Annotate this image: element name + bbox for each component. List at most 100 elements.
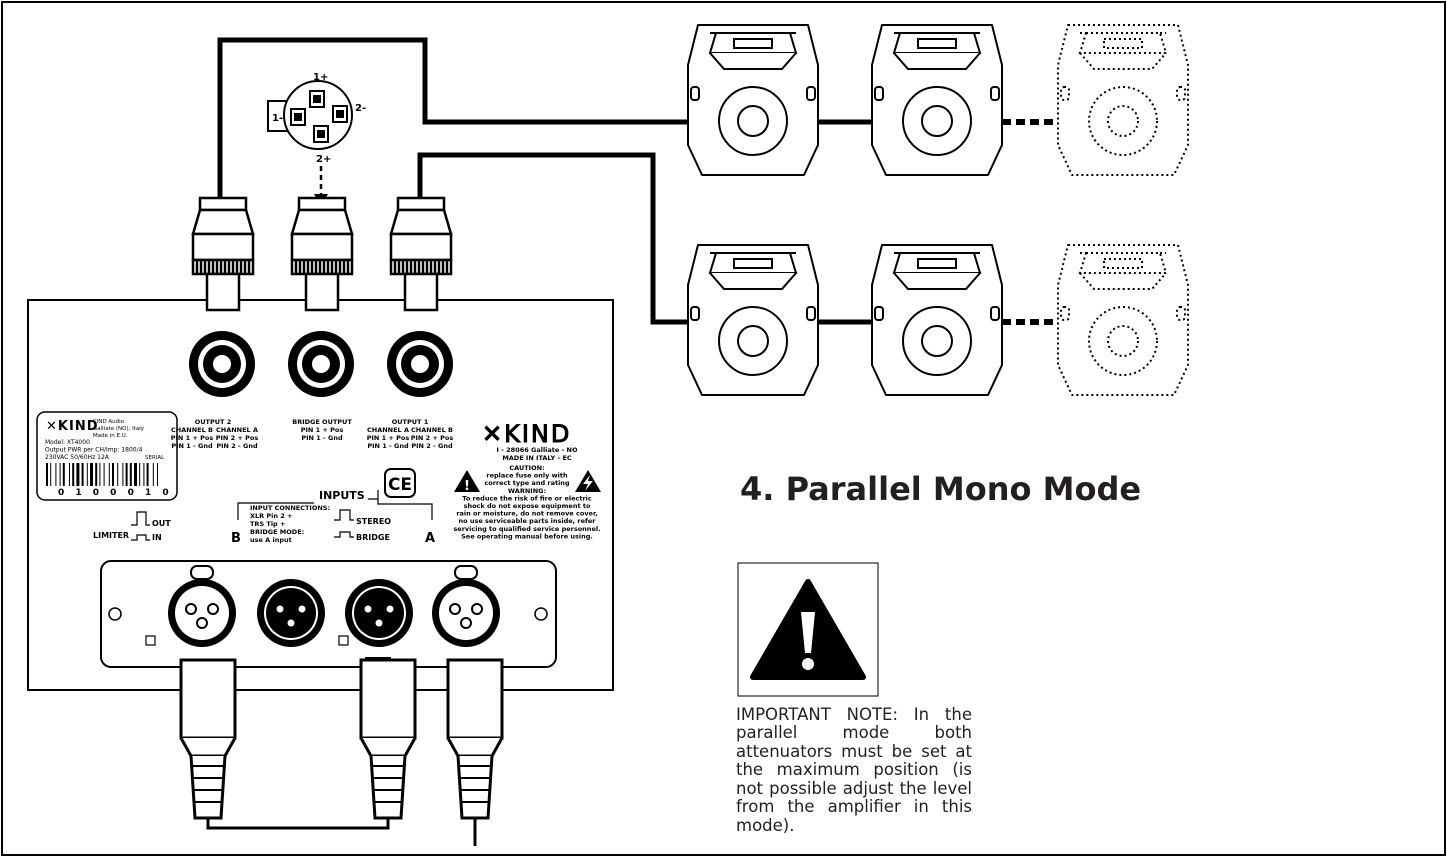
inputs-heading: INPUTS bbox=[319, 489, 365, 502]
input-conn-2: XLR Pin 2 + bbox=[250, 512, 293, 520]
pin-1-plus: 1+ bbox=[313, 72, 328, 83]
pin-2-minus: 2- bbox=[355, 103, 366, 114]
warning-icon: ! bbox=[454, 470, 480, 494]
barcode-bar bbox=[108, 463, 110, 486]
input-a-label: A bbox=[425, 531, 435, 546]
output2-title: OUTPUT 2 bbox=[195, 418, 232, 426]
bridge-label: BRIDGE bbox=[356, 533, 390, 542]
xlr-plug-b bbox=[179, 658, 237, 820]
svg-text:INPUT CONNECTIONS:XLR Pin 2 +T: INPUT CONNECTIONS:XLR Pin 2 +TRS Tip +BR… bbox=[250, 504, 330, 544]
exclamation-triangle-icon bbox=[750, 579, 866, 680]
speaker-bottom-2 bbox=[871, 244, 1003, 396]
speaker-bottom-3-optional bbox=[1057, 244, 1189, 396]
caution-line: WARNING: bbox=[508, 487, 546, 495]
barcode-bar bbox=[69, 463, 70, 486]
barcode-bar bbox=[46, 463, 48, 486]
barcode-bar bbox=[139, 463, 141, 486]
limiter-label: LIMITER bbox=[93, 531, 129, 540]
barcode-bar bbox=[59, 463, 61, 486]
output1-title: OUTPUT 1 bbox=[392, 418, 429, 426]
barcode-bar bbox=[146, 463, 149, 486]
high-voltage-icon bbox=[575, 470, 601, 492]
barcode bbox=[46, 463, 158, 486]
output1-col1-b: PIN 1 + Pos bbox=[367, 434, 410, 442]
panel-screw-left bbox=[108, 607, 122, 621]
xlr-link-cable bbox=[206, 816, 390, 830]
stereo-bridge-switch-icon bbox=[334, 509, 354, 538]
caution-line: replace fuse only with bbox=[486, 472, 568, 480]
bridge-line-2: PIN 1 - Gnd bbox=[301, 434, 343, 442]
limiter-switch-icon bbox=[131, 511, 150, 541]
input-b-led bbox=[145, 635, 156, 646]
bridge-line-1: PIN 1 + Pos bbox=[301, 426, 344, 434]
speakon-plug-output1 bbox=[389, 196, 453, 312]
barcode-bar bbox=[134, 463, 137, 486]
company-line-1: KIND Audio bbox=[93, 419, 125, 425]
barcode-bar bbox=[122, 463, 124, 486]
kind-logo-small: ✕KIND bbox=[46, 419, 99, 434]
speakon-pinout-icon: 1+ 1- 2+ 2- bbox=[267, 72, 366, 165]
output1-col2-a: CHANNEL B bbox=[411, 426, 453, 434]
xlr-plug-a bbox=[446, 658, 504, 820]
speaker-top-3-optional bbox=[1057, 24, 1189, 176]
barcode-bar bbox=[76, 463, 80, 486]
speaker-top-2 bbox=[871, 24, 1003, 176]
svg-text:!: ! bbox=[464, 479, 470, 494]
caution-line: correct type and rating bbox=[484, 479, 570, 487]
speakon-socket-output1 bbox=[387, 331, 453, 397]
company-line-2: Galliate (NO), Italy bbox=[93, 426, 145, 432]
important-note: IMPORTANT NOTE: In the parallel mode bot… bbox=[736, 705, 972, 835]
caution-line: rain or moisture, do not remove cover, bbox=[456, 510, 597, 518]
panel-screw-right bbox=[534, 607, 548, 621]
output2-col2-b: PIN 2 + Pos bbox=[216, 434, 259, 442]
input-conn-4: BRIDGE MODE: bbox=[250, 528, 304, 536]
barcode-bar bbox=[62, 463, 65, 486]
xlr-male-link-b bbox=[257, 579, 325, 647]
xlr-female-input-a bbox=[431, 578, 501, 648]
speaker-bottom-1 bbox=[687, 244, 819, 396]
caution-line: servicing to qualified service personnel… bbox=[453, 525, 600, 533]
output1-col2-b: PIN 2 + Pos bbox=[411, 434, 454, 442]
barcode-bar bbox=[99, 463, 101, 486]
output2-col2-a: CHANNEL A bbox=[216, 426, 258, 434]
limiter-in-label: IN bbox=[152, 533, 162, 542]
caution-line: CAUTION: bbox=[509, 464, 544, 472]
stereo-label: STEREO bbox=[356, 517, 391, 526]
output2-col1-c: PIN 1 - Gnd bbox=[171, 442, 213, 450]
spec-mains: 230VAC 50/60Hz 12A bbox=[45, 454, 110, 461]
inputs-bracket bbox=[237, 490, 433, 520]
input-b-label: B bbox=[231, 531, 241, 546]
input-conn-3: TRS Tip + bbox=[250, 520, 285, 528]
kind-logo-large: ✕KIND bbox=[482, 420, 571, 448]
barcode-number: 0 1 0 0 0 1 0 bbox=[58, 488, 173, 498]
spec-model: Model: XT4000 bbox=[45, 439, 90, 446]
barcode-bar bbox=[95, 463, 98, 486]
bridge-output-title: BRIDGE OUTPUT bbox=[292, 418, 352, 426]
input-conn-5: use A input bbox=[250, 536, 292, 544]
barcode-bar bbox=[112, 463, 114, 486]
page-title: 4. Parallel Mono Mode bbox=[740, 470, 1142, 508]
output2-col1-a: CHANNEL B bbox=[171, 426, 213, 434]
output1-col2-c: PIN 2 - Gnd bbox=[411, 442, 453, 450]
xlr-plug-link bbox=[359, 658, 417, 820]
barcode-bar bbox=[90, 463, 93, 486]
output1-col1-a: CHANNEL A bbox=[367, 426, 409, 434]
pin-1-minus: 1- bbox=[272, 113, 283, 124]
speaker-top-1 bbox=[687, 24, 819, 176]
company-line-3: Made in E.U. bbox=[93, 433, 128, 439]
caution-line: shock do not expose equipment to bbox=[464, 502, 591, 510]
barcode-bar bbox=[55, 463, 57, 486]
barcode-bar bbox=[117, 463, 119, 486]
input-conn-1: INPUT CONNECTIONS: bbox=[250, 504, 330, 512]
ce-mark-icon: CE bbox=[384, 468, 416, 498]
barcode-bar bbox=[72, 463, 75, 486]
barcode-bar bbox=[103, 463, 105, 486]
